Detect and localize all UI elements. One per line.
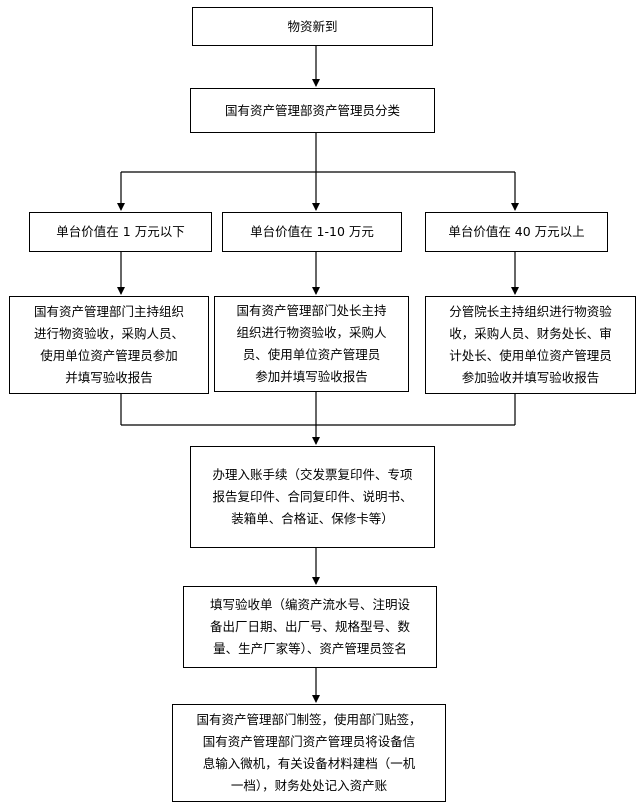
step-accounting-text: 办理入账手续（交发票复印件、专项 报告复印件、合同复印件、说明书、 装箱单、合格… <box>212 467 413 526</box>
branch-2-condition: 单台价值在 1-10 万元 <box>222 212 402 252</box>
branch-2-acceptance: 国有资产管理部门处长主持 组织进行物资验收，采购人 员、使用单位资产管理员 参加… <box>214 296 409 392</box>
step-arrival: 物资新到 <box>192 7 433 46</box>
branch-1-condition-text: 单台价值在 1 万元以下 <box>56 224 185 239</box>
branch-3-condition-text: 单台价值在 40 万元以上 <box>448 224 585 239</box>
step-final: 国有资产管理部门制签，使用部门贴签， 国有资产管理部门资产管理员将设备信 息输入… <box>172 704 446 802</box>
branch-3-acceptance: 分管院长主持组织进行物资验 收，采购人员、财务处长、审 计处长、使用单位资产管理… <box>425 296 636 394</box>
step-accounting: 办理入账手续（交发票复印件、专项 报告复印件、合同复印件、说明书、 装箱单、合格… <box>190 446 435 548</box>
branch-1-acceptance-text: 国有资产管理部门主持组织 进行物资验收，采购人员、 使用单位资产管理员参加 并填… <box>33 304 184 385</box>
step-final-text: 国有资产管理部门制签，使用部门贴签， 国有资产管理部门资产管理员将设备信 息输入… <box>196 712 422 793</box>
branch-3-condition: 单台价值在 40 万元以上 <box>425 212 608 252</box>
branch-3-acceptance-text: 分管院长主持组织进行物资验 收，采购人员、财务处长、审 计处长、使用单位资产管理… <box>449 304 612 385</box>
branch-2-acceptance-text: 国有资产管理部门处长主持 组织进行物资验收，采购人 员、使用单位资产管理员 参加… <box>236 303 387 384</box>
branch-1-acceptance: 国有资产管理部门主持组织 进行物资验收，采购人员、 使用单位资产管理员参加 并填… <box>9 296 209 394</box>
step-form-text: 填写验收单（编资产流水号、注明设 备出厂日期、出厂号、规格型号、数 量、生产厂家… <box>209 597 410 656</box>
step-form: 填写验收单（编资产流水号、注明设 备出厂日期、出厂号、规格型号、数 量、生产厂家… <box>183 586 437 668</box>
branch-2-condition-text: 单台价值在 1-10 万元 <box>250 224 374 239</box>
branch-1-condition: 单台价值在 1 万元以下 <box>29 212 212 252</box>
step-arrival-text: 物资新到 <box>287 18 338 34</box>
step-classify: 国有资产管理部资产管理员分类 <box>190 88 435 133</box>
step-classify-text: 国有资产管理部资产管理员分类 <box>224 102 400 118</box>
